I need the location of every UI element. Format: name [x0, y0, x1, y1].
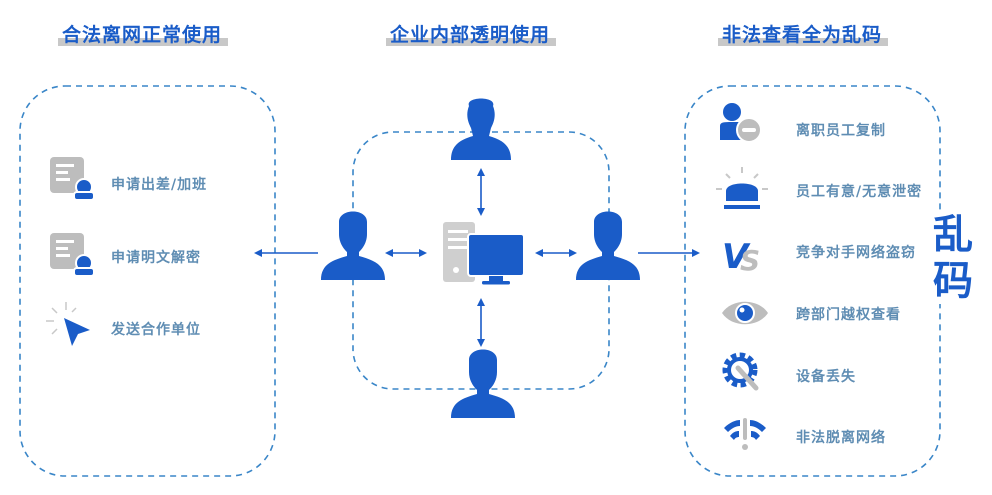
document-user-icon — [50, 233, 95, 277]
document-user-icon — [50, 157, 95, 201]
garbled-result-label: 乱码 — [928, 212, 978, 304]
list-item-label: 设备丢失 — [796, 369, 856, 385]
list-item-label: 发送合作单位 — [111, 322, 201, 338]
list-item-label: 非法脱离网络 — [796, 430, 886, 446]
cursor-click-icon — [46, 302, 90, 346]
heading-text: 非法查看全为乱码 — [722, 24, 883, 46]
user-left-icon — [321, 211, 385, 280]
alarm-light-icon — [716, 167, 768, 209]
illegal-box — [684, 85, 941, 477]
vs-icon: V S — [722, 237, 760, 277]
list-item-label: 竞争对手网络盗窃 — [796, 245, 916, 261]
list-item-label: 跨部门越权查看 — [796, 307, 901, 323]
gear-wrench-icon — [722, 352, 759, 391]
user-top-icon — [451, 98, 511, 160]
computer-icon — [443, 222, 525, 285]
wifi-warning-icon — [724, 418, 766, 450]
heading-text: 合法离网正常使用 — [62, 24, 223, 46]
heading-illegal-view: 非法查看全为乱码 — [718, 20, 889, 48]
svg-text:S: S — [740, 244, 760, 277]
legal-box — [19, 85, 276, 477]
eye-icon — [722, 301, 768, 325]
user-right-icon — [576, 211, 640, 280]
list-item-label: 申请明文解密 — [111, 250, 201, 266]
user-remove-icon — [720, 103, 762, 143]
heading-text: 企业内部透明使用 — [390, 24, 551, 46]
list-item-label: 员工有意/无意泄密 — [796, 184, 923, 200]
list-item-label: 申请出差/加班 — [111, 177, 208, 193]
heading-internal-use: 企业内部透明使用 — [386, 20, 557, 48]
heading-legal-offline: 合法离网正常使用 — [58, 20, 229, 48]
list-item-label: 离职员工复制 — [796, 123, 886, 139]
user-bottom-icon — [451, 349, 515, 418]
svg-text:V: V — [722, 237, 751, 277]
